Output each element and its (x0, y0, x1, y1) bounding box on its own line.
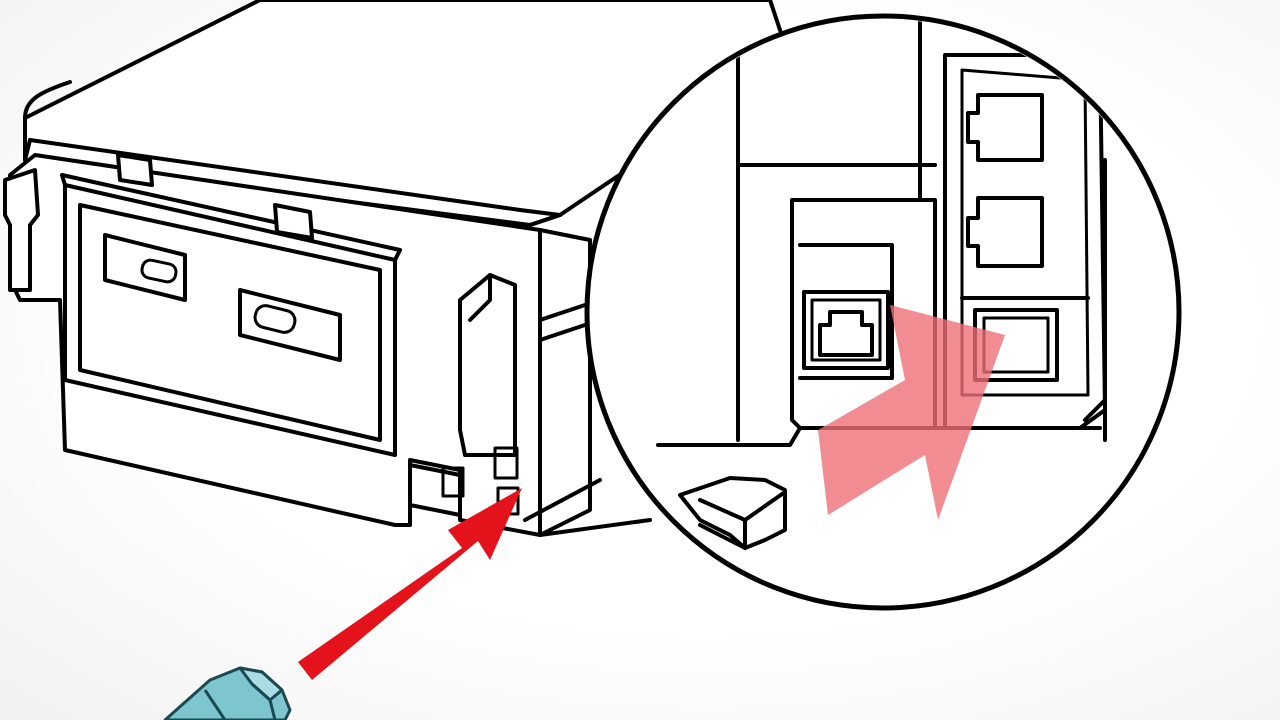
phone-jack-icon (441, 466, 465, 498)
magnifier-callout-icon (584, 13, 1182, 611)
printer-icon (3, 0, 792, 537)
arrow-icon (298, 488, 522, 680)
ethernet-port-icon (493, 446, 519, 480)
usb-cable-icon (163, 666, 292, 720)
phone-jack-icon (966, 93, 1044, 162)
ethernet-port-icon (802, 290, 890, 370)
phone-jack-icon (966, 196, 1044, 268)
